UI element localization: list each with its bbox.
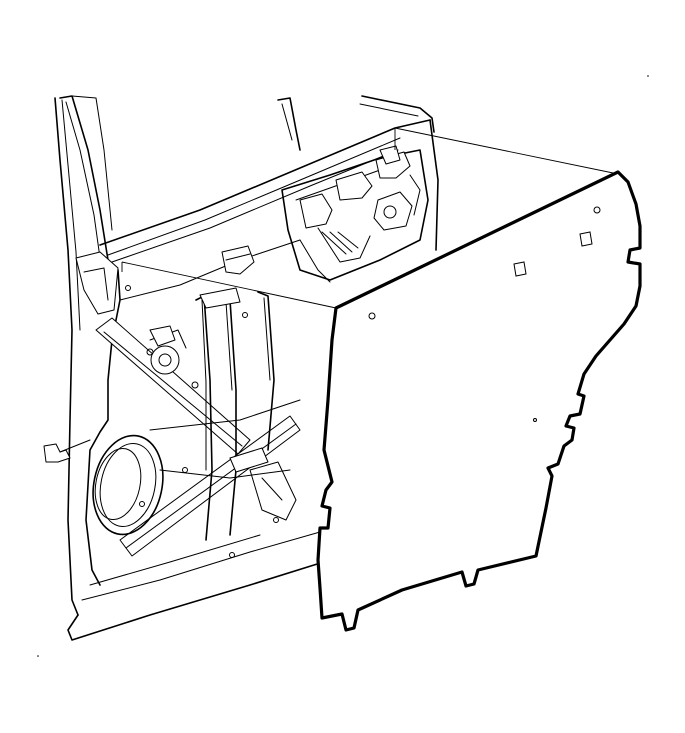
leader-lines [121,127,619,309]
speck [647,75,649,77]
window-regulator [95,245,301,558]
speaker-opening [92,434,164,536]
speck [37,655,39,657]
water-deflector [316,170,642,632]
door-latch [281,145,429,283]
door-frame [43,95,439,641]
